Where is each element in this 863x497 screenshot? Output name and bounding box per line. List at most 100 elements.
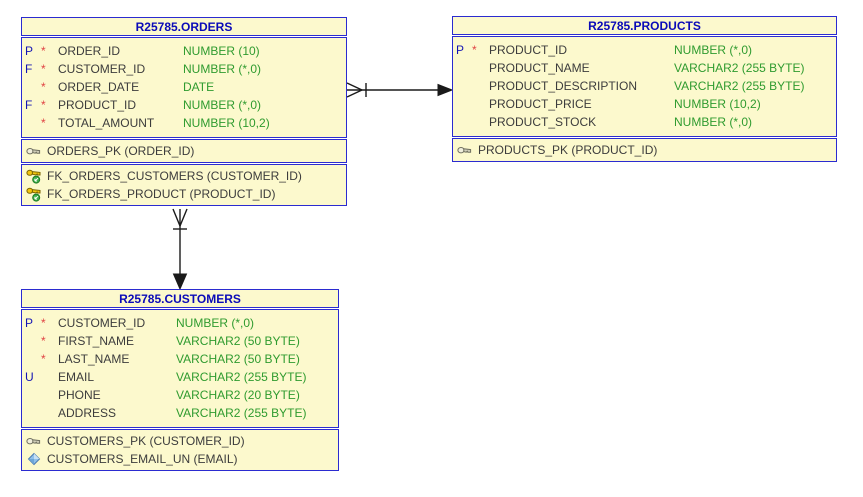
primary-key-icon — [26, 438, 41, 445]
key-flag — [456, 77, 472, 95]
key-label: ORDERS_PK (ORDER_ID) — [47, 144, 195, 158]
key-row[interactable]: PRODUCTS_PK (PRODUCT_ID) — [453, 141, 836, 159]
required-marker — [472, 95, 489, 113]
column-name: PRODUCT_ID — [58, 98, 137, 112]
column-name: FIRST_NAME — [58, 334, 135, 348]
column-row[interactable]: PRODUCT_NAME VARCHAR2 (255 BYTE) — [453, 59, 836, 77]
key-flag — [456, 95, 472, 113]
column-name: ADDRESS — [58, 406, 117, 420]
column-name: EMAIL — [58, 370, 95, 384]
column-row[interactable]: P * ORDER_ID NUMBER (10) — [22, 42, 346, 60]
column-type: NUMBER (*,0) — [674, 115, 753, 129]
column-type: NUMBER (*,0) — [183, 98, 262, 112]
entity-orders-columns: P * ORDER_ID NUMBER (10) F * CUSTOMER_ID… — [21, 37, 347, 138]
key-flag: F — [25, 62, 33, 76]
column-name: LAST_NAME — [58, 352, 130, 366]
required-marker: * — [41, 316, 46, 330]
entity-orders-fk-section: FK_ORDERS_CUSTOMERS (CUSTOMER_ID) FK_ORD… — [21, 164, 347, 206]
column-type: VARCHAR2 (255 BYTE) — [674, 61, 805, 75]
key-flag — [25, 404, 41, 422]
column-name: TOTAL_AMOUNT — [58, 116, 155, 130]
column-row[interactable]: * FIRST_NAME VARCHAR2 (50 BYTE) — [22, 332, 338, 350]
required-marker — [41, 386, 58, 404]
entity-orders[interactable]: R25785.ORDERS P * ORDER_ID NUMBER (10) F… — [21, 17, 347, 206]
key-label: FK_ORDERS_CUSTOMERS (CUSTOMER_ID) — [47, 169, 302, 183]
column-type: DATE — [183, 80, 215, 94]
key-flag: P — [456, 43, 465, 57]
entity-customers[interactable]: R25785.CUSTOMERS P * CUSTOMER_ID NUMBER … — [21, 289, 339, 471]
required-marker: * — [472, 43, 477, 57]
column-row[interactable]: ADDRESS VARCHAR2 (255 BYTE) — [22, 404, 338, 422]
key-row[interactable]: CUSTOMERS_EMAIL_UN (EMAIL) — [22, 450, 338, 468]
entity-products-columns: P * PRODUCT_ID NUMBER (*,0) PRODUCT_NAME… — [452, 36, 837, 137]
column-row[interactable]: U EMAIL VARCHAR2 (255 BYTE) — [22, 368, 338, 386]
key-row[interactable]: ORDERS_PK (ORDER_ID) — [22, 142, 346, 160]
entity-products[interactable]: R25785.PRODUCTS P * PRODUCT_ID NUMBER (*… — [452, 16, 837, 162]
column-row[interactable]: PHONE VARCHAR2 (20 BYTE) — [22, 386, 338, 404]
key-flag — [456, 113, 472, 131]
key-row[interactable]: FK_ORDERS_CUSTOMERS (CUSTOMER_ID) — [22, 167, 346, 185]
column-type: NUMBER (10,2) — [674, 97, 761, 111]
key-flag — [25, 78, 41, 96]
foreign-key-icon — [26, 169, 41, 184]
column-name: CUSTOMER_ID — [58, 62, 146, 76]
entity-title: R25785.CUSTOMERS — [119, 292, 241, 306]
entity-orders-header[interactable]: R25785.ORDERS — [21, 17, 347, 36]
required-marker — [41, 368, 58, 386]
required-marker: * — [41, 116, 46, 130]
key-label: CUSTOMERS_PK (CUSTOMER_ID) — [47, 434, 245, 448]
entity-title: R25785.PRODUCTS — [588, 19, 701, 33]
column-row[interactable]: PRODUCT_DESCRIPTION VARCHAR2 (255 BYTE) — [453, 77, 836, 95]
column-row[interactable]: F * PRODUCT_ID NUMBER (*,0) — [22, 96, 346, 114]
foreign-key-icon — [26, 187, 41, 202]
entity-customers-columns: P * CUSTOMER_ID NUMBER (*,0) * FIRST_NAM… — [21, 309, 339, 428]
key-flag — [456, 59, 472, 77]
required-marker — [472, 77, 489, 95]
column-type: VARCHAR2 (20 BYTE) — [176, 388, 300, 402]
column-row[interactable]: PRODUCT_PRICE NUMBER (10,2) — [453, 95, 836, 113]
entity-title: R25785.ORDERS — [135, 20, 233, 34]
column-type: VARCHAR2 (50 BYTE) — [176, 352, 300, 366]
required-marker: * — [41, 44, 46, 58]
key-row[interactable]: FK_ORDERS_PRODUCT (PRODUCT_ID) — [22, 185, 346, 203]
entity-customers-header[interactable]: R25785.CUSTOMERS — [21, 289, 339, 308]
arrow-head-icon — [172, 273, 188, 291]
column-name: PRODUCT_NAME — [489, 61, 590, 75]
column-type: VARCHAR2 (255 BYTE) — [176, 406, 307, 420]
connector-orders-customers[interactable] — [172, 208, 188, 291]
column-name: ORDER_DATE — [58, 80, 140, 94]
column-type: NUMBER (*,0) — [183, 62, 262, 76]
connector-orders-products[interactable] — [346, 82, 454, 98]
column-type: VARCHAR2 (255 BYTE) — [176, 370, 307, 384]
key-flag — [25, 386, 41, 404]
key-label: PRODUCTS_PK (PRODUCT_ID) — [478, 143, 658, 157]
key-flag: P — [25, 316, 34, 330]
column-row[interactable]: P * CUSTOMER_ID NUMBER (*,0) — [22, 314, 338, 332]
column-name: PRODUCT_ID — [489, 43, 568, 57]
column-row[interactable]: * LAST_NAME VARCHAR2 (50 BYTE) — [22, 350, 338, 368]
column-type: VARCHAR2 (255 BYTE) — [674, 79, 805, 93]
column-row[interactable]: * ORDER_DATE DATE — [22, 78, 346, 96]
column-row[interactable]: F * CUSTOMER_ID NUMBER (*,0) — [22, 60, 346, 78]
column-row[interactable]: * TOTAL_AMOUNT NUMBER (10,2) — [22, 114, 346, 132]
column-type: NUMBER (10) — [183, 44, 260, 58]
key-flag — [25, 332, 41, 350]
key-label: CUSTOMERS_EMAIL_UN (EMAIL) — [47, 452, 238, 466]
entity-products-header[interactable]: R25785.PRODUCTS — [452, 16, 837, 35]
column-row[interactable]: P * PRODUCT_ID NUMBER (*,0) — [453, 41, 836, 59]
key-row[interactable]: CUSTOMERS_PK (CUSTOMER_ID) — [22, 432, 338, 450]
key-flag: F — [25, 98, 33, 112]
column-name: ORDER_ID — [58, 44, 121, 58]
primary-key-icon — [457, 147, 472, 154]
column-type: NUMBER (*,0) — [674, 43, 753, 57]
key-flag: U — [25, 370, 34, 384]
column-row[interactable]: PRODUCT_STOCK NUMBER (*,0) — [453, 113, 836, 131]
required-marker: * — [41, 80, 46, 94]
required-marker — [472, 59, 489, 77]
entity-products-pk-section: PRODUCTS_PK (PRODUCT_ID) — [452, 138, 837, 162]
unique-constraint-icon — [27, 452, 41, 466]
column-type: NUMBER (10,2) — [183, 116, 270, 130]
key-label: FK_ORDERS_PRODUCT (PRODUCT_ID) — [47, 187, 276, 201]
required-marker: * — [41, 334, 46, 348]
key-flag: P — [25, 44, 34, 58]
